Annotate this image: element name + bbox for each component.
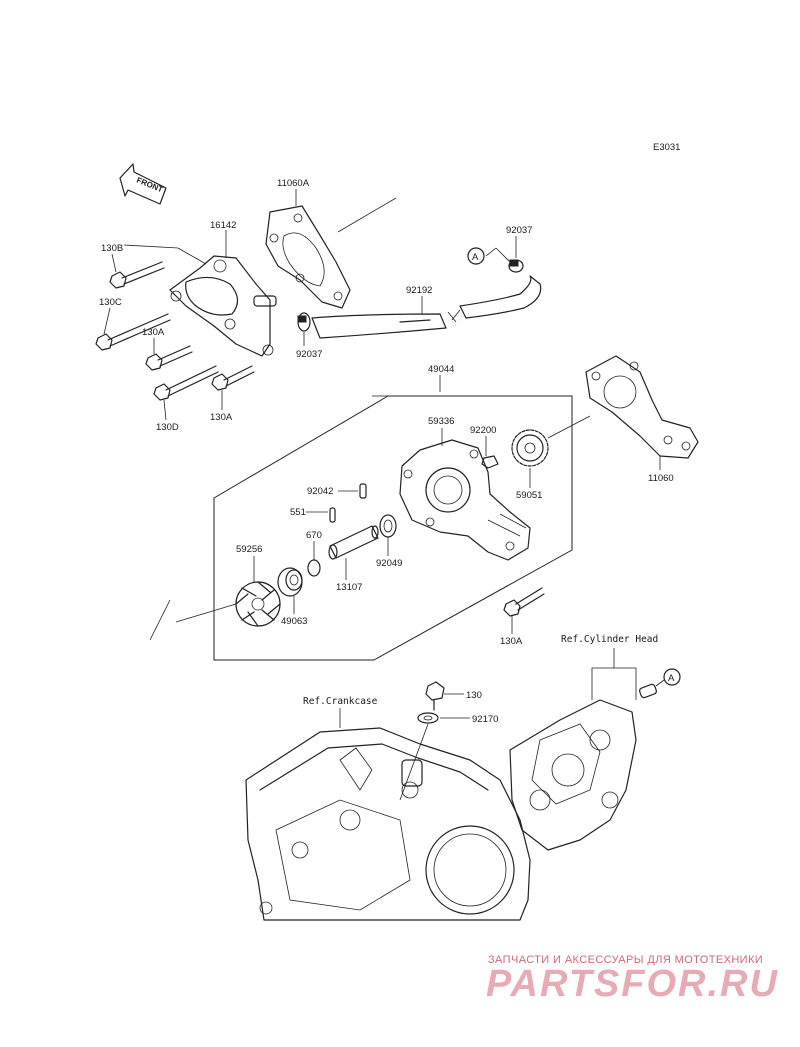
front-arrow-icon: FRONT: [119, 163, 167, 205]
label-92037-right: 92037: [506, 225, 532, 236]
pin-551: [329, 507, 336, 523]
watermark-tagline: ЗАПЧАСТИ И АКСЕССУАРЫ ДЛЯ МОТОТЕХНИКИ: [488, 954, 764, 966]
label-92200: 92200: [470, 425, 496, 436]
gasket-11060a: [265, 205, 351, 309]
bolt-130a-bottom: [211, 365, 255, 391]
assembly-frame: [213, 395, 573, 661]
label-16142: 16142: [210, 220, 236, 231]
label-49063: 49063: [281, 616, 307, 627]
label-59336: 59336: [428, 416, 454, 427]
ref-crankcase: Ref.Crankcase: [303, 696, 378, 707]
svg-text:A: A: [668, 673, 675, 684]
bolt-130a-top: [145, 345, 193, 371]
svg-text:A: A: [472, 252, 479, 263]
ref-cylinder-head: Ref.Cylinder Head: [561, 634, 658, 645]
label-59051: 59051: [516, 490, 542, 501]
gear-59051: [511, 429, 549, 467]
label-59256: 59256: [236, 544, 262, 555]
label-551: 551: [290, 507, 306, 518]
fitting-cylinder-head: [639, 683, 657, 699]
bolt-130: [425, 681, 445, 711]
label-130a-right: 130A: [500, 636, 523, 647]
label-130a-bottom: 130A: [210, 412, 233, 423]
callout-a-top: A: [467, 247, 485, 265]
label-130: 130: [466, 690, 482, 701]
label-11060a: 11060A: [277, 178, 310, 189]
pump-body-59336: [399, 439, 531, 561]
label-92170: 92170: [472, 714, 498, 725]
bolt-130a-right: [503, 587, 545, 617]
front-label: FRONT: [135, 176, 164, 195]
label-670: 670: [306, 530, 322, 541]
bolt-130b: [109, 261, 165, 289]
seal-92049: [379, 514, 397, 538]
clamp-92037-right: [508, 259, 524, 273]
pin-92042: [359, 483, 367, 499]
pump-cover-16142: [169, 255, 277, 357]
label-92042: 92042: [307, 486, 333, 497]
washer-92200: [481, 455, 499, 469]
hose-92192: [311, 275, 542, 339]
bolt-130c: [95, 313, 171, 351]
label-130a-top: 130A: [142, 327, 165, 338]
label-49044: 49044: [428, 364, 454, 375]
label-130d: 130D: [156, 422, 179, 433]
diagram-code: E3031: [653, 142, 680, 153]
label-92192: 92192: [406, 285, 432, 296]
crankcase: [245, 727, 531, 921]
label-130c: 130C: [99, 297, 122, 308]
label-92037-left: 92037: [296, 349, 322, 360]
bolt-130d: [153, 365, 219, 401]
label-92049: 92049: [376, 558, 402, 569]
watermark-logo: PARTSFOR.RU: [486, 963, 779, 1005]
impeller-59256: [235, 581, 281, 627]
label-130b: 130B: [101, 243, 123, 254]
label-11060: 11060: [648, 473, 674, 484]
seal-49063: [277, 567, 303, 597]
cylinder-head: [509, 699, 637, 851]
clamp-92037-left: [297, 312, 311, 332]
oring-670: [307, 559, 321, 577]
label-13107: 13107: [336, 582, 362, 593]
gasket-11060: [585, 355, 699, 459]
shaft-13107: [328, 525, 379, 560]
washer-92170: [417, 712, 439, 724]
callout-a-bottom: A: [663, 668, 681, 686]
